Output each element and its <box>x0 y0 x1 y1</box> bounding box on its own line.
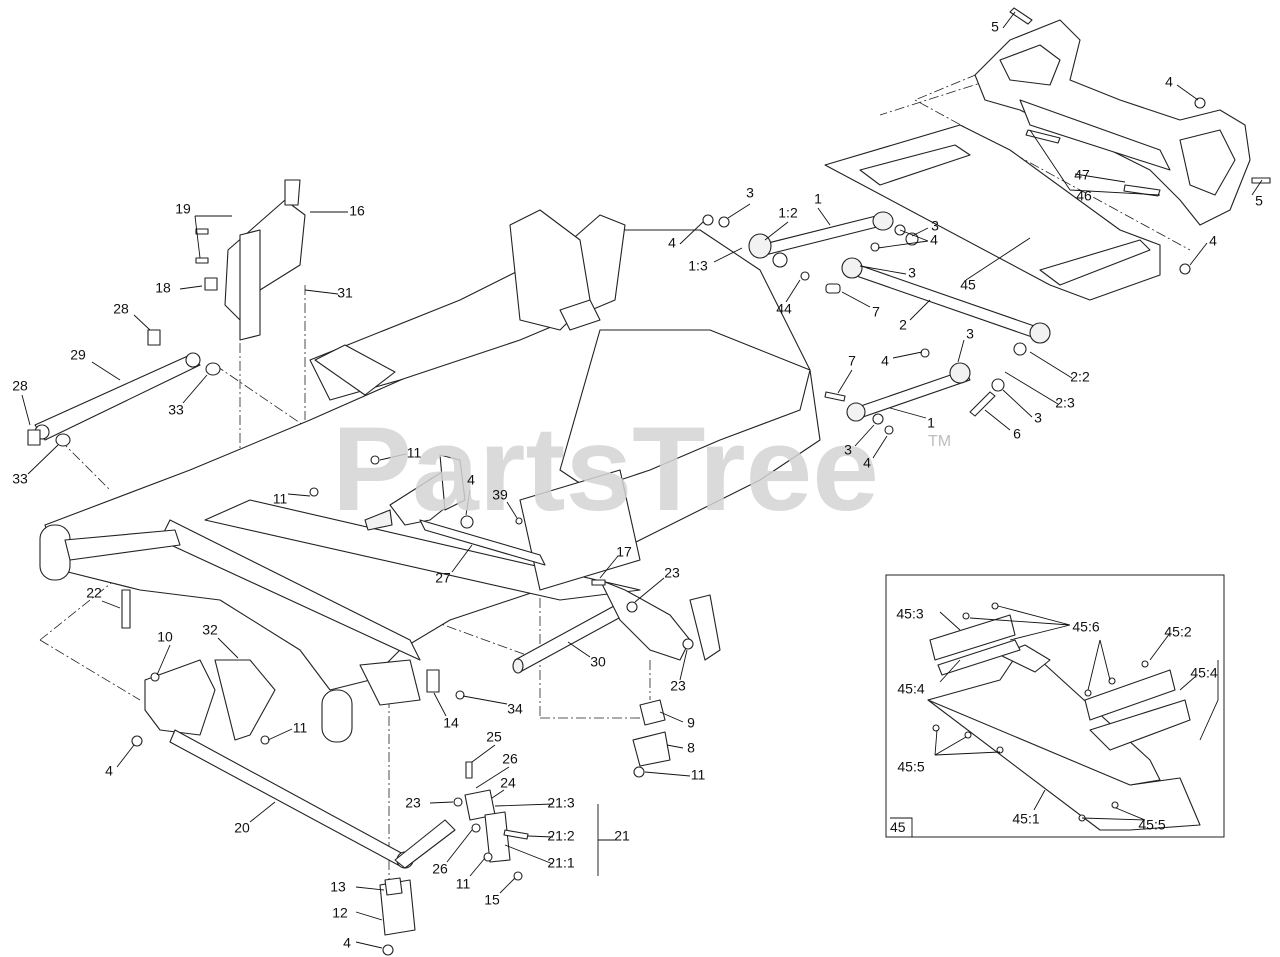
callout-c-28-a: 28 <box>113 301 129 317</box>
callout-c-1-2: 1:2 <box>778 205 798 221</box>
callout-c-46: 46 <box>1076 188 1092 204</box>
callout-c-17: 17 <box>616 544 632 560</box>
callout-c-45-6: 45:6 <box>1072 619 1099 635</box>
callout-c-7-a: 7 <box>872 304 880 320</box>
callout-c-1-3: 1:3 <box>688 258 708 274</box>
callout-c-45-4-b: 45:4 <box>897 681 924 697</box>
callout-c-31: 31 <box>337 285 353 301</box>
callout-c-23-c: 23 <box>405 795 421 811</box>
callout-c-26-a: 26 <box>502 751 518 767</box>
callout-c-25: 25 <box>486 729 502 745</box>
callout-c-29: 29 <box>70 347 86 363</box>
mount-plates <box>195 179 306 341</box>
watermark-trademark: TM <box>928 433 951 450</box>
callout-c-33-b: 33 <box>12 471 28 487</box>
callout-c-16: 16 <box>349 203 365 219</box>
rod-and-brackets <box>121 589 456 956</box>
callout-c-19: 19 <box>175 201 191 217</box>
callout-c-3-b: 3 <box>931 218 939 234</box>
pedal-assembly <box>309 454 546 566</box>
callout-c-11-b: 11 <box>273 491 288 507</box>
callout-c-18: 18 <box>155 280 171 296</box>
callout-c-2-2: 2:2 <box>1070 369 1090 385</box>
callout-c-45-1: 45:1 <box>1012 811 1039 827</box>
callout-c-23-b: 23 <box>670 678 686 694</box>
callout-c-33-a: 33 <box>168 402 184 418</box>
callout-c-14: 14 <box>443 715 459 731</box>
callout-c-45-2: 45:2 <box>1164 624 1191 640</box>
inset-box-45 <box>885 574 1225 838</box>
callout-c-12: 12 <box>332 905 348 921</box>
callout-c-3-c: 3 <box>908 265 916 281</box>
callout-c-39: 39 <box>492 487 508 503</box>
callout-c-4-f: 4 <box>863 455 871 471</box>
callout-c-23-a: 23 <box>664 565 680 581</box>
main-chassis-frame <box>39 209 821 743</box>
callout-c-34: 34 <box>507 701 523 717</box>
callout-c-2-3: 2:3 <box>1055 395 1075 411</box>
callout-c-11-a: 11 <box>407 445 422 461</box>
callout-c-13: 13 <box>330 879 346 895</box>
callout-c-24: 24 <box>500 775 516 791</box>
leader-lines <box>21 11 1263 949</box>
callout-c-4-g: 4 <box>467 472 475 488</box>
callout-c-21: 21 <box>614 828 630 844</box>
callout-c-47: 47 <box>1074 167 1090 183</box>
callout-c-11-e: 11 <box>456 876 471 892</box>
callout-c-3-f: 3 <box>844 442 852 458</box>
callout-c-4-d: 4 <box>930 232 938 248</box>
callout-c-6: 6 <box>1013 426 1021 442</box>
spring-and-linkage <box>426 579 721 778</box>
callout-c-11-c: 11 <box>293 720 308 736</box>
callout-c-44: 44 <box>776 301 792 317</box>
callout-c-1-b: 1 <box>927 415 935 431</box>
callout-c-45: 45 <box>960 277 976 293</box>
callout-c-27: 27 <box>435 570 451 586</box>
callout-c-10: 10 <box>157 629 173 645</box>
callout-c-4-h: 4 <box>105 763 113 779</box>
callout-c-28-b: 28 <box>12 378 28 394</box>
callout-c-7-b: 7 <box>848 353 856 369</box>
watermark: PartsTree TM <box>332 402 951 536</box>
callout-c-2-a: 2 <box>899 317 907 333</box>
callout-c-5-top: 5 <box>991 19 999 35</box>
callout-c-3-a: 3 <box>746 185 754 201</box>
callout-c-3-e: 3 <box>1034 410 1042 426</box>
callout-c-21-3: 21:3 <box>547 795 574 811</box>
callout-c-30: 30 <box>590 654 606 670</box>
torque-links <box>702 7 1271 435</box>
callout-c-21-1: 21:1 <box>547 855 574 871</box>
callout-c-32: 32 <box>202 622 218 638</box>
callout-c-45-5-b: 45:5 <box>1138 817 1165 833</box>
callout-c-21-2: 21:2 <box>547 828 574 844</box>
callout-c-4-a: 4 <box>1165 74 1173 90</box>
callout-c-45-5-a: 45:5 <box>897 759 924 775</box>
callout-c-4-b: 4 <box>1209 233 1217 249</box>
callout-c-45-3: 45:3 <box>896 606 923 622</box>
plate-21-assembly <box>453 761 529 881</box>
callout-c-1-a: 1 <box>814 191 822 207</box>
callout-c-20: 20 <box>234 820 250 836</box>
callout-c-11-d: 11 <box>691 767 706 783</box>
inset-label: 45 <box>890 819 906 835</box>
skid-plate-45 <box>824 124 1161 301</box>
callout-c-5-right: 5 <box>1255 193 1263 209</box>
callout-c-4-i: 4 <box>343 935 351 951</box>
callout-c-9: 9 <box>687 715 695 731</box>
rear-frame-assembly <box>974 19 1251 226</box>
callout-c-4-c: 4 <box>668 235 676 251</box>
callout-c-45-4-a: 45:4 <box>1190 665 1217 681</box>
callout-c-3-d: 3 <box>966 326 974 342</box>
callout-c-22: 22 <box>86 585 102 601</box>
watermark-text: PartsTree <box>332 402 879 536</box>
callout-c-26-b: 26 <box>432 861 448 877</box>
callout-c-4-e: 4 <box>881 353 889 369</box>
callout-c-15: 15 <box>484 892 500 908</box>
link-arm-29 <box>27 329 221 447</box>
callout-c-8: 8 <box>687 740 695 756</box>
